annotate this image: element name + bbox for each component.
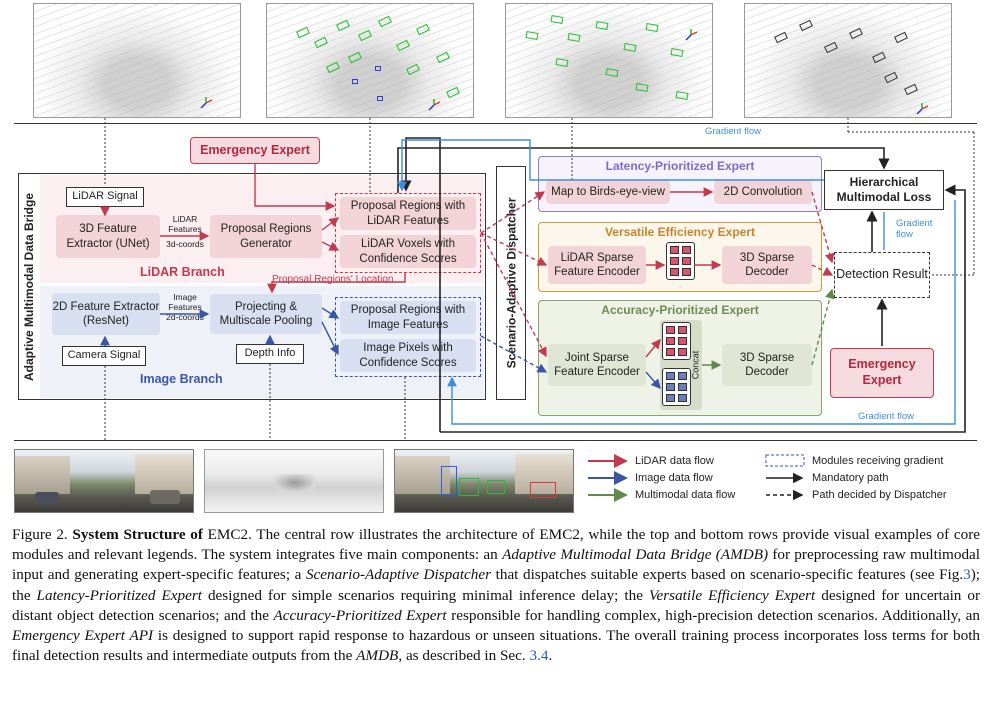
legend-image: Image data flow [635, 472, 713, 484]
camera-signal-box: Camera Signal [62, 346, 146, 366]
latency-expert-title: Latency-Prioritized Expert [605, 159, 755, 173]
lidar-branch-label: LiDAR Branch [140, 265, 225, 279]
image-branch-label: Image Branch [140, 372, 223, 386]
legend-multimodal: Multimodal data flow [635, 489, 736, 501]
proposal-lidar-features-box: Proposal Regions with LiDAR Features [340, 197, 476, 230]
depth-info-box: Depth Info [236, 344, 304, 364]
image-pixels-confidence-box: Image Pixels with Confidence Scores [340, 339, 476, 372]
legend-lidar: LiDAR data flow [635, 455, 714, 467]
figure-ref-link[interactable]: 3 [963, 566, 971, 584]
pointcloud-thumbnail-detection [744, 3, 952, 118]
image-edge-label: Image Features 2d-coords [166, 292, 204, 322]
camera-image-thumbnail [14, 449, 194, 513]
versatile-expert-title: Versatile Efficiency Expert [604, 225, 756, 239]
proposal-location-label: Proposal Regions' Location [272, 274, 394, 285]
emergency-expert-top: Emergency Expert [190, 137, 320, 164]
dispatcher-panel [496, 166, 526, 400]
sparse-decoder-versatile-box: 3D Sparse Decoder [722, 246, 812, 284]
map-bev-box: Map to Birds-eye-view [546, 180, 670, 204]
hierarchical-loss-box: Hierarchical Multimodal Loss [824, 170, 944, 210]
axis-icon [916, 103, 929, 115]
lidar-features-group [335, 193, 481, 273]
lidar-signal-box: LiDAR Signal [66, 187, 144, 207]
pointcloud-thumbnail-proposals [266, 3, 474, 118]
diagram-connectors [100, 118, 975, 440]
sparse-decoder-accuracy-box: 3D Sparse Decoder [722, 344, 812, 386]
axis-icon [685, 29, 698, 41]
axis-icon [428, 99, 441, 111]
pointcloud-thumbnail-raw [33, 3, 241, 118]
camera-detection-thumbnail [394, 449, 574, 513]
projecting-pooling-box: Projecting & Multiscale Pooling [210, 294, 322, 334]
joint-sparse-encoder-box: Joint Sparse Feature Encoder [548, 344, 646, 386]
bottom-divider [14, 440, 977, 441]
depth-map-thumbnail [204, 449, 384, 513]
legend-dispatcher: Path decided by Dispatcher [812, 489, 947, 501]
lidar-voxels-confidence-box: LiDAR Voxels with Confidence Scores [340, 235, 476, 268]
image-features-group [335, 297, 481, 377]
lidar-feature-extractor-box: 3D Feature Extractor (UNet) [56, 215, 160, 258]
lidar-feature-grid-icon [666, 242, 695, 280]
lidar-edge-label: LiDAR Features 3d-coords [166, 214, 204, 249]
detection-result-box: Detection Result [834, 252, 930, 298]
pointcloud-thumbnail-bev [505, 3, 713, 118]
proposal-image-features-box: Proposal Regions with Image Features [340, 301, 476, 334]
gradient-flow-top-label: Gradient flow [705, 126, 761, 137]
accuracy-expert-title: Accuracy-Prioritized Expert [601, 303, 759, 317]
section-ref-link[interactable]: 3.4 [529, 647, 549, 665]
figure-caption: Figure 2. System Structure of EMC2. The … [12, 526, 981, 665]
legend-lines [588, 454, 805, 502]
conv2d-box: 2D Convolution [714, 180, 812, 204]
axis-icon [200, 97, 213, 109]
gradient-flow-right-label: Gradient flow [896, 218, 933, 240]
concat-lidar-grid-icon [662, 322, 691, 360]
concat-image-grid-icon [662, 368, 691, 406]
top-divider [14, 123, 977, 124]
legend-mandatory: Mandatory path [812, 472, 889, 484]
image-feature-extractor-box: 2D Feature Extractor (ResNet) [52, 293, 160, 335]
emergency-expert-bottom: Emergency Expert [830, 348, 934, 398]
legend-receiving: Modules receiving gradient [812, 455, 944, 467]
proposal-regions-generator-box: Proposal Regions Generator [210, 215, 322, 258]
lidar-sparse-encoder-box: LiDAR Sparse Feature Encoder [548, 246, 646, 284]
gradient-flow-bottom-label: Gradient flow [858, 411, 914, 422]
